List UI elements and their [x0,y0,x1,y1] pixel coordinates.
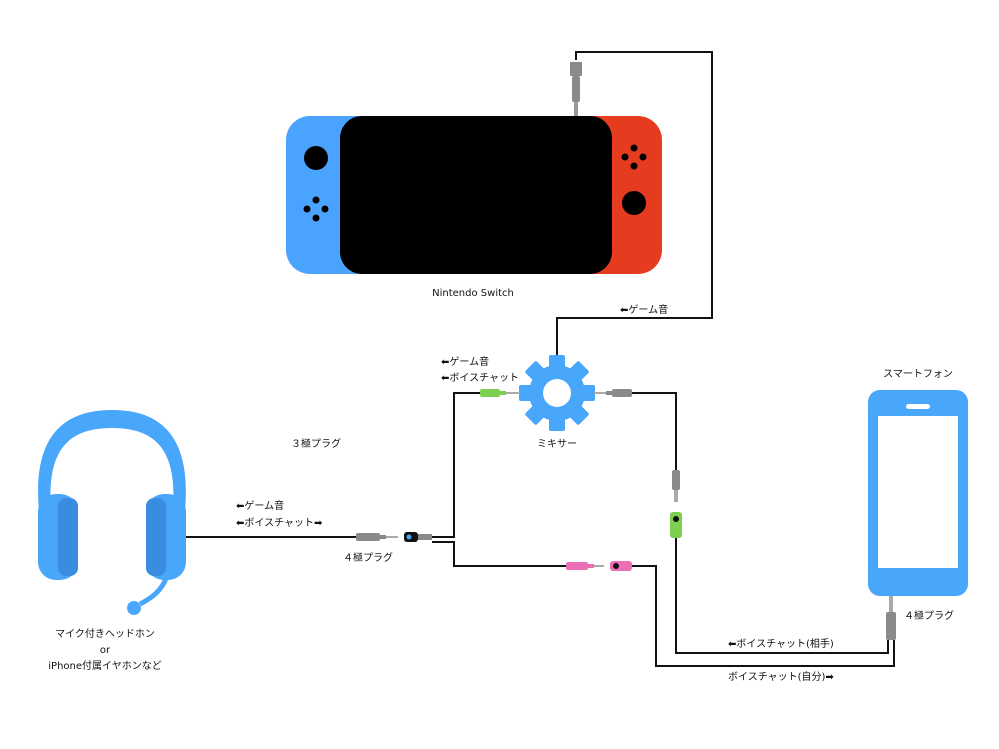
plug-gray-mixer-out [594,389,632,397]
headset-voice-label: ⬅ボイスチャット➡ [236,517,323,529]
plug-gray-4pole [356,533,398,541]
plug-pink [566,562,604,570]
wire-splitter-to-mixer-green [432,392,480,538]
wire-pink-to-phone [632,565,895,667]
splitter-jack [404,532,432,542]
mixer-in-voice-label: ⬅ボイスチャット [441,372,519,384]
dpad-buttons [303,196,329,222]
plug-green-mixer [480,389,520,397]
wires [180,51,895,667]
plug4-phone-label: ４極プラグ [904,609,954,622]
switch-label: Nintendo Switch [432,288,514,299]
headset-game-label: ⬅ゲーム音 [236,499,284,512]
wire-switch-to-mixer [556,51,713,360]
right-stick [622,191,646,215]
plug3-label: ３極プラグ [291,437,341,450]
voice-self-label: ボイスチャット(自分)➡ [728,670,834,683]
nintendo-switch-icon [286,116,662,274]
mixer-label: ミキサー [537,438,577,450]
plug4-center-label: ４極プラグ [343,551,393,564]
jack-pink [610,561,632,571]
left-stick [304,146,328,170]
plug-switch-top [570,62,582,116]
headset-label-line3: iPhone付属イヤホンなど [48,659,161,672]
headset-label-line2: or [100,645,111,656]
smartphone-label: スマートフォン [883,369,953,380]
wire-splitter-to-pink [432,541,566,567]
gear-icon [519,355,595,431]
voice-partner-label: ⬅ボイスチャット(相手) [728,637,834,650]
plug-phone-bottom [886,596,896,640]
plug-gray-vertical [672,470,680,502]
smartphone-icon [868,390,968,596]
switch-screen [340,116,612,274]
mixer-in-game-label: ⬅ゲーム音 [441,355,489,368]
wire-green-to-phone [675,538,889,654]
headset-label-line1: マイク付きヘッドホン [55,627,155,640]
headset-icon [38,410,186,615]
wire-mixer-to-phone-gray [632,392,677,470]
game-audio-label-top: ⬅ゲーム音 [620,303,668,316]
abxy-buttons [621,144,647,170]
jack-green-vertical [670,512,682,538]
